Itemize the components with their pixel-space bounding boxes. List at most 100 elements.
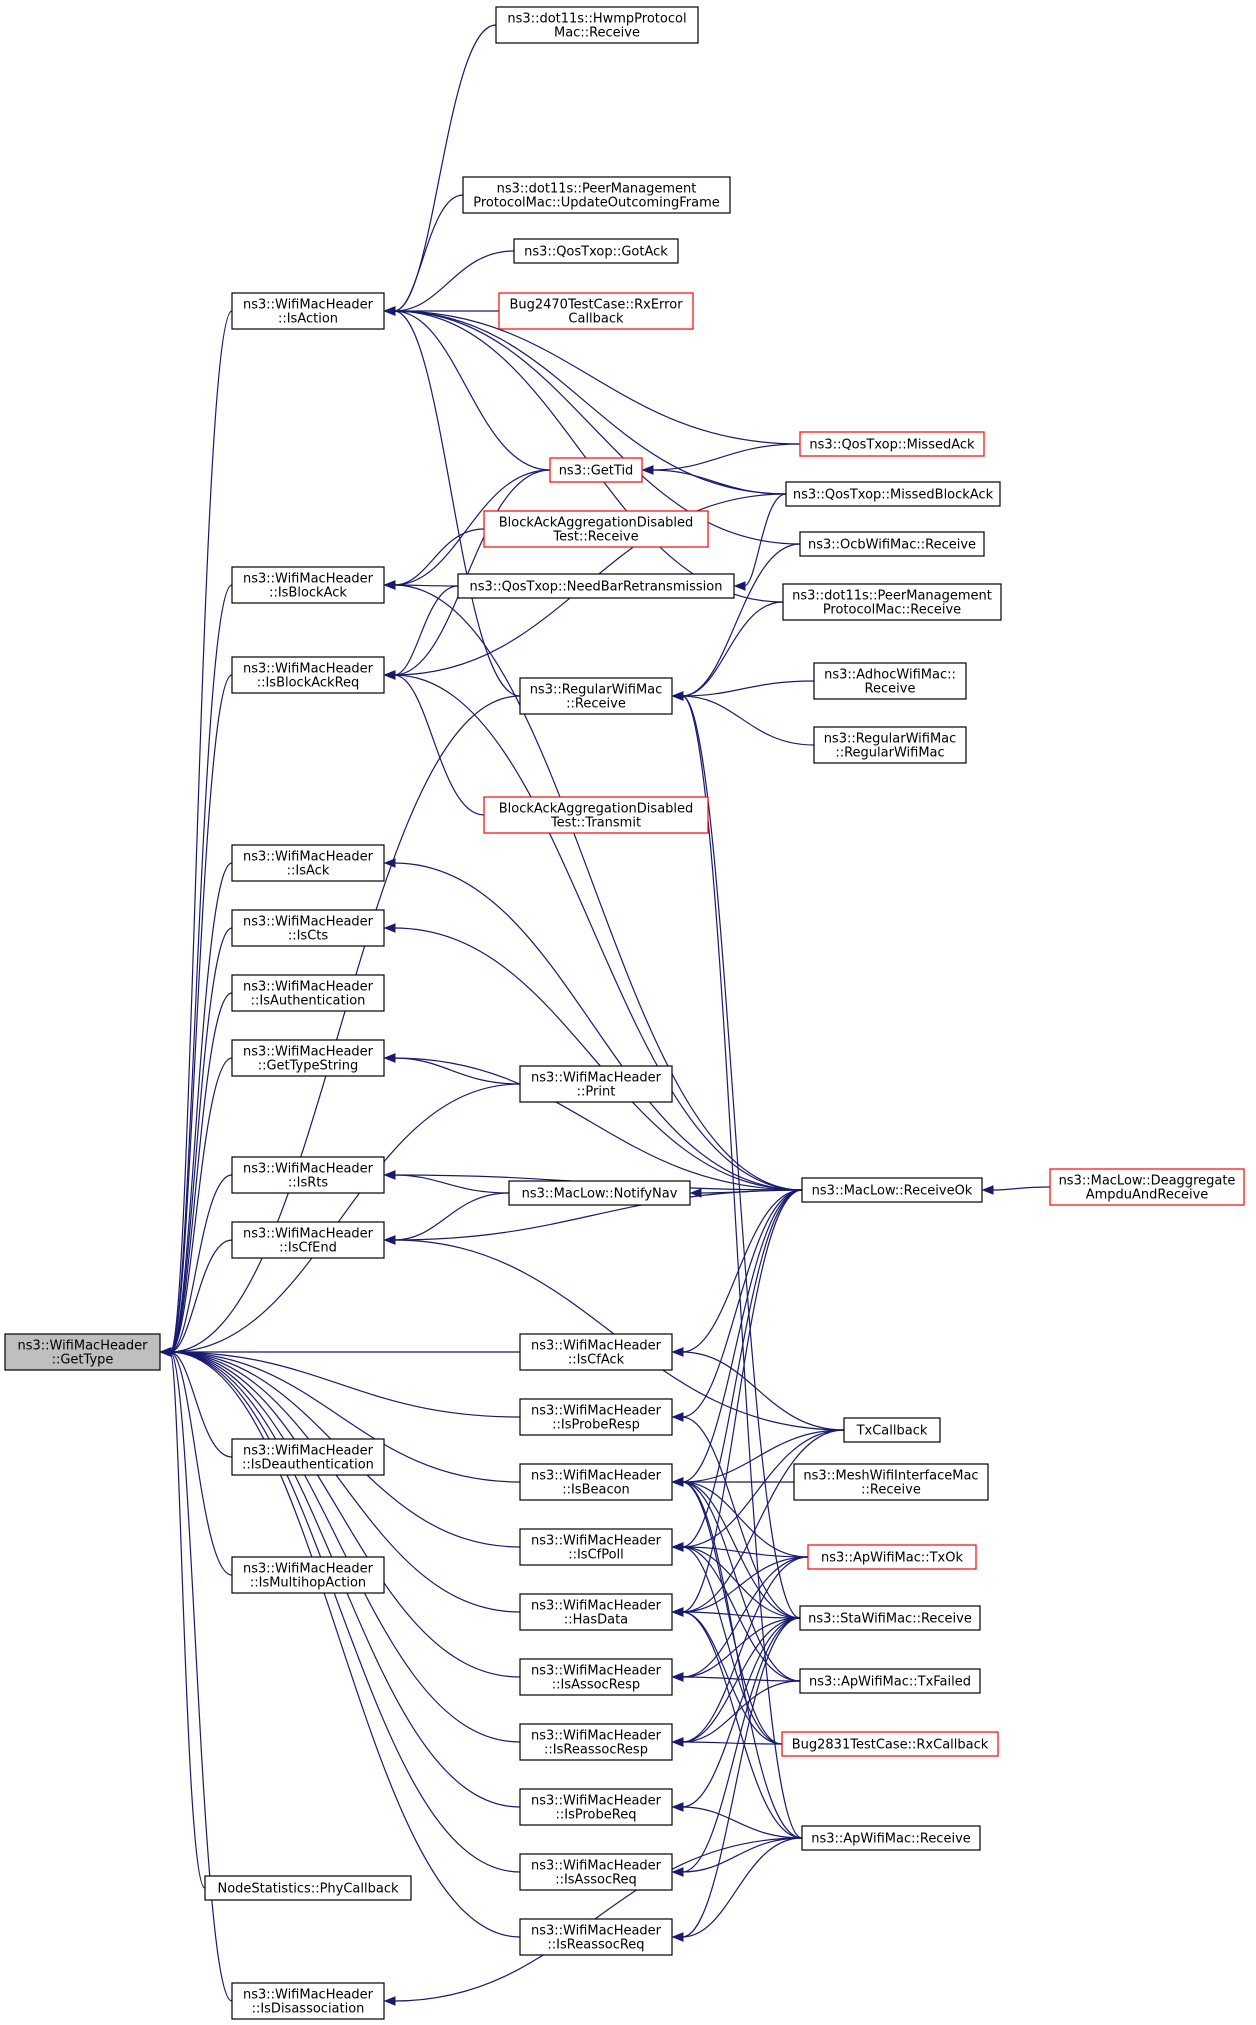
edge-arrowhead	[671, 1477, 684, 1487]
node-notifynav[interactable]: ns3::MacLow::NotifyNav	[508, 1180, 691, 1206]
node-nodestatistics[interactable]: NodeStatistics::PhyCallback	[204, 1875, 412, 1901]
node-isdisassociation[interactable]: ns3::WifiMacHeader::IsDisassociation	[231, 1982, 385, 2020]
node-isauthentication[interactable]: ns3::WifiMacHeader::IsAuthentication	[231, 974, 385, 1012]
node-peermgmtupdate[interactable]: ns3::dot11s::PeerManagementProtocolMac::…	[462, 176, 731, 214]
node-box	[519, 1065, 673, 1103]
edge-notifynav-to-isrts	[393, 1174, 510, 1194]
node-isreassocreq[interactable]: ns3::WifiMacHeader::IsReassocReq	[519, 1918, 673, 1956]
node-starecv[interactable]: ns3::StaWifiMac::Receive	[799, 1605, 981, 1631]
edge-ismultihopaction-to-gettype	[169, 1351, 233, 1576]
node-box	[519, 1788, 673, 1826]
node-ocbrecv[interactable]: ns3::OcbWifiMac::Receive	[799, 531, 985, 557]
edge-isbeacon-to-gettype	[169, 1351, 521, 1483]
edge-isrts-to-gettype	[169, 1174, 233, 1353]
edge-arrowhead	[671, 1932, 684, 1942]
edge-isproberesp-to-gettype	[169, 1351, 521, 1418]
node-iscts[interactable]: ns3::WifiMacHeader::IsCts	[231, 909, 385, 947]
node-isreassocresp[interactable]: ns3::WifiMacHeader::IsReassocResp	[519, 1723, 673, 1761]
node-box	[813, 662, 967, 700]
edge-aptxok-to-hasdata	[681, 1556, 809, 1613]
node-missedblockack[interactable]: ns3::QosTxop::MissedBlockAck	[785, 481, 1001, 507]
node-isprobereq[interactable]: ns3::WifiMacHeader::IsProbeReq	[519, 1788, 673, 1826]
node-isack[interactable]: ns3::WifiMacHeader::IsAck	[231, 844, 385, 882]
node-hasdata[interactable]: ns3::WifiMacHeader::HasData	[519, 1593, 673, 1631]
edge-gettid-to-isblockackreq	[393, 469, 551, 676]
node-box	[231, 844, 385, 882]
node-missedack[interactable]: ns3::QosTxop::MissedAck	[799, 431, 985, 457]
edge-txcallback-to-iscfpoll	[681, 1429, 845, 1548]
edge-arrowhead	[383, 306, 396, 316]
node-isblockack[interactable]: ns3::WifiMacHeader::IsBlockAck	[231, 566, 385, 604]
node-label: ProtocolMac::UpdateOutcomingFrame	[473, 196, 720, 211]
edge-receiveok-to-gettypestring	[393, 1057, 803, 1191]
edge-missedblockack-to-gettid	[651, 469, 787, 495]
node-iscfend[interactable]: ns3::WifiMacHeader::IsCfEnd	[231, 1221, 385, 1259]
node-label: Bug2470TestCase::RxError	[509, 298, 683, 313]
node-label: Receive	[865, 682, 916, 697]
edge-bug2831-to-iscfpoll	[681, 1546, 783, 1745]
edge-starecv-to-regwifirecv	[681, 695, 801, 1619]
node-box	[457, 573, 735, 599]
edge-iscts-to-gettype	[169, 927, 233, 1353]
node-adhocrecv[interactable]: ns3::AdhocWifiMac::Receive	[813, 662, 967, 700]
node-receiveok[interactable]: ns3::MacLow::ReceiveOk	[801, 1177, 983, 1203]
edge-missedblockack-to-needbar	[743, 493, 787, 587]
edge-aptxok-to-iscfpoll	[681, 1546, 809, 1558]
edge-baadrecv-to-isblockack	[393, 528, 485, 586]
node-regwifirecv[interactable]: ns3::RegularWifiMac::Receive	[519, 677, 673, 715]
node-box	[781, 1731, 999, 1757]
node-iscfack[interactable]: ns3::WifiMacHeader::IsCfAck	[519, 1333, 673, 1371]
node-aprecv[interactable]: ns3::ApWifiMac::Receive	[801, 1825, 981, 1851]
node-label: ::GetTypeString	[258, 1059, 359, 1074]
node-regwifictor[interactable]: ns3::RegularWifiMac::RegularWifiMac	[813, 726, 967, 764]
edge-arrowhead	[671, 1867, 684, 1877]
edge-baadtx-to-isblockackreq	[393, 674, 485, 816]
edge-isdisassociation-to-gettype	[169, 1351, 233, 2002]
edge-arrowhead	[641, 465, 654, 475]
node-gettid[interactable]: ns3::GetTid	[549, 457, 643, 483]
node-isblockackreq[interactable]: ns3::WifiMacHeader::IsBlockAckReq	[231, 656, 385, 694]
edge-receiveok-to-iscfack	[681, 1189, 803, 1353]
node-aptxfailed[interactable]: ns3::ApWifiMac::TxFailed	[799, 1668, 981, 1694]
node-qosgotack[interactable]: ns3::QosTxop::GotAck	[513, 238, 679, 264]
node-label: ::IsCfPoll	[568, 1548, 624, 1563]
node-txcallback[interactable]: TxCallback	[843, 1417, 941, 1443]
edge-receiveok-to-isproberesp	[681, 1189, 803, 1418]
edge-gettid-to-isaction	[393, 310, 551, 471]
node-box	[231, 1982, 385, 2020]
node-needbar[interactable]: ns3::QosTxop::NeedBarRetransmission	[457, 573, 735, 599]
node-isproberesp[interactable]: ns3::WifiMacHeader::IsProbeResp	[519, 1398, 673, 1436]
edge-gettypestring-to-gettype	[169, 1057, 233, 1353]
node-gettype[interactable]: ns3::WifiMacHeader::GetType	[4, 1333, 161, 1371]
node-meshrecv[interactable]: ns3::MeshWifiInterfaceMac::Receive	[793, 1463, 989, 1501]
node-box	[231, 656, 385, 694]
node-label: BlockAckAggregationDisabled	[499, 516, 694, 531]
node-peermgmtrecv[interactable]: ns3::dot11s::PeerManagementProtocolMac::…	[782, 583, 1002, 621]
node-isbeacon[interactable]: ns3::WifiMacHeader::IsBeacon	[519, 1463, 673, 1501]
node-ismultihopaction[interactable]: ns3::WifiMacHeader::IsMultihopAction	[231, 1556, 385, 1594]
node-isaction[interactable]: ns3::WifiMacHeader::IsAction	[231, 292, 385, 330]
node-label: ns3::WifiMacHeader	[531, 1534, 662, 1549]
edge-arrowhead	[671, 1802, 684, 1812]
node-aptxok[interactable]: ns3::ApWifiMac::TxOk	[807, 1544, 977, 1570]
node-box	[231, 1438, 385, 1476]
node-gettypestring[interactable]: ns3::WifiMacHeader::GetTypeString	[231, 1039, 385, 1077]
node-isrts[interactable]: ns3::WifiMacHeader::IsRts	[231, 1156, 385, 1194]
node-iscfpoll[interactable]: ns3::WifiMacHeader::IsCfPoll	[519, 1528, 673, 1566]
edge-isassocreq-to-gettype	[169, 1351, 521, 1873]
node-bug2831[interactable]: Bug2831TestCase::RxCallback	[781, 1731, 999, 1757]
node-isassocresp[interactable]: ns3::WifiMacHeader::IsAssocResp	[519, 1658, 673, 1696]
edge-aptxok-to-isbeacon	[681, 1481, 809, 1558]
node-isdeauthentication[interactable]: ns3::WifiMacHeader::IsDeauthentication	[231, 1438, 385, 1476]
node-label: ns3::QosTxop::GotAck	[524, 245, 668, 260]
edge-hwmp-to-isaction	[393, 24, 497, 312]
node-isassocreq[interactable]: ns3::WifiMacHeader::IsAssocReq	[519, 1853, 673, 1891]
node-print[interactable]: ns3::WifiMacHeader::Print	[519, 1065, 673, 1103]
node-label: ns3::dot11s::PeerManagement	[497, 182, 697, 197]
node-baadtx[interactable]: BlockAckAggregationDisabledTest::Transmi…	[483, 796, 709, 834]
